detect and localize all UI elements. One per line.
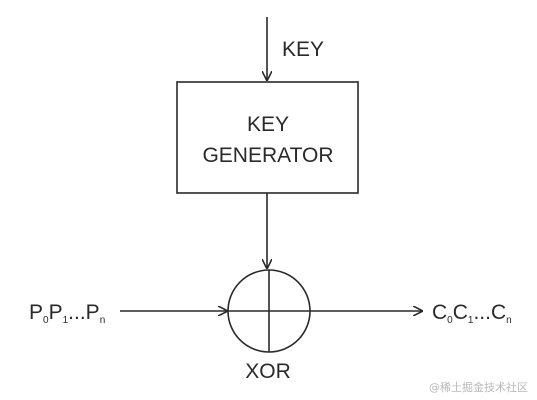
watermark-text: @稀土掘金技术社区: [429, 380, 528, 394]
key-input-label: KEY: [282, 38, 324, 61]
key-generator-label-line1: KEY: [247, 113, 289, 136]
plaintext-label: P0P1...Pn: [29, 301, 105, 326]
key-generator-label-line2: GENERATOR: [202, 144, 333, 167]
xor-symbol: [227, 269, 311, 353]
xor-label: XOR: [245, 360, 291, 383]
ciphertext-label: C0C1...Cn: [432, 301, 512, 326]
key-generator-box: [176, 81, 359, 194]
